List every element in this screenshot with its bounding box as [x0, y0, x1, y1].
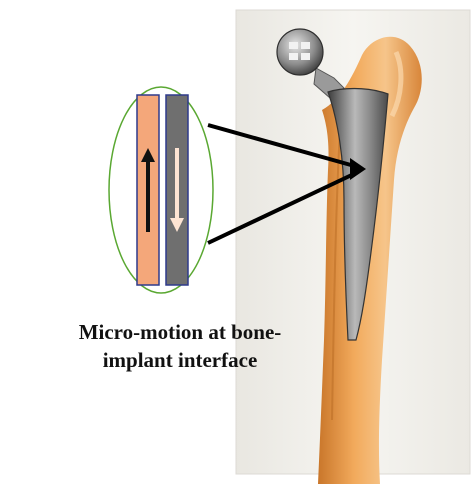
inset-outline: [109, 87, 213, 293]
micromotion-inset: [109, 87, 213, 293]
caption-line-1: Micro-motion at bone-: [0, 318, 360, 346]
caption-line-2: implant interface: [0, 346, 360, 374]
femoral-head-ball: [277, 29, 323, 75]
